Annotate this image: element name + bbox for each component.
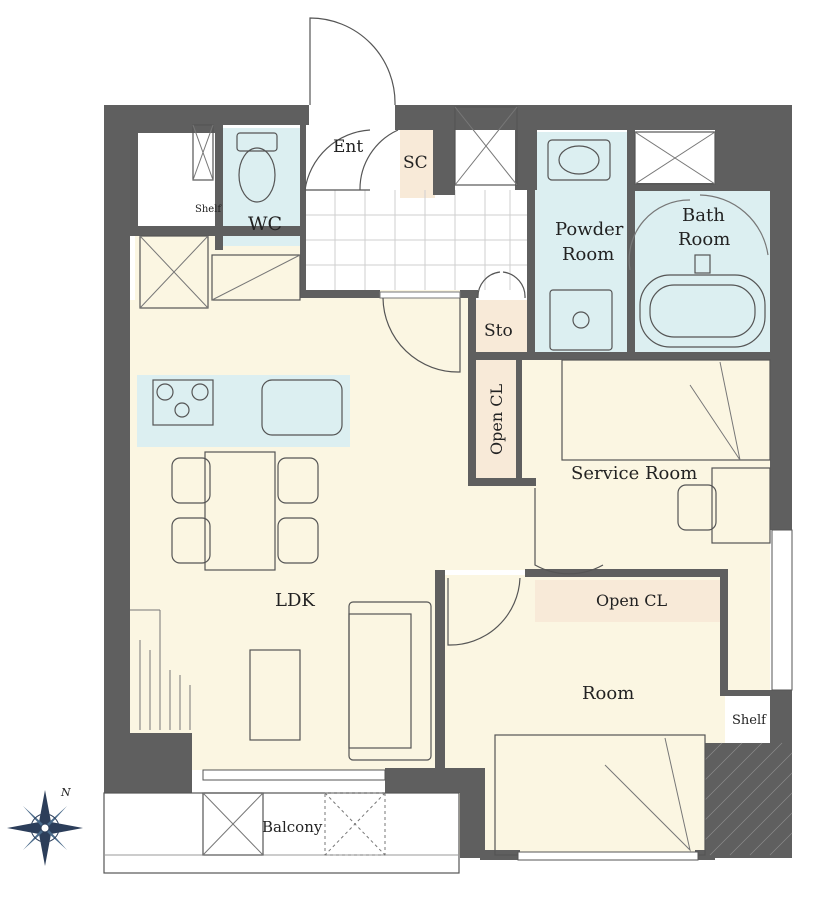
label-wc: WC [248,213,282,235]
door-service [534,488,604,575]
wall-powder-bath [627,130,635,355]
service-bed [561,359,771,461]
walls [104,105,792,860]
window-hall [379,291,461,299]
wall-bath-topright [715,130,770,185]
wall-wc-left [215,125,223,250]
sto-floor [475,300,527,355]
dining-table [204,451,276,571]
wall-mid-top [515,130,537,190]
wall-top-mid [395,105,530,130]
wall-top-left [104,105,309,125]
label-open-cl-vertical: Open CL [487,384,506,455]
door-wc [304,129,371,191]
door-ldk [382,297,461,373]
storage-box-ldk [139,235,209,309]
room-labels: Ent SC WC Shelf Powder Room Bath Room St… [195,137,767,836]
kitchen-sink [261,379,343,436]
shelf-room-floor [727,695,772,743]
wall-left-upper [130,125,138,235]
window-right [771,529,793,691]
wall-service-room-div [525,569,728,577]
washbasin [547,139,611,181]
ldk-floor [130,300,435,770]
wall-hall-left [300,125,306,295]
label-ent: Ent [333,137,363,157]
stove-burner [156,383,174,401]
storage-box-right [634,131,716,185]
wall-wc-top [130,125,220,133]
door-bath [699,194,769,256]
wall-room-bottom-left [460,768,485,858]
wall-room-shelf-top [720,690,775,696]
label-shelf-wc: Shelf [195,204,222,215]
compass-rose-icon: N [7,786,83,866]
toilet-bowl [238,147,276,203]
wall-bath-top [627,183,770,191]
wall-sto-left [468,295,476,485]
label-shelf-room: Shelf [732,713,767,728]
entrance-door [309,17,396,106]
door-sc [359,129,399,191]
door-room [447,577,521,646]
label-sto: Sto [484,321,513,341]
wall-left [104,105,130,795]
hatch-block [704,742,793,856]
wall-wc-bottom [130,226,305,236]
wall-service-top [468,352,770,360]
doors [304,17,769,646]
fixtures [130,106,793,861]
wall-opencl-right [516,355,522,480]
wall-powder-left [527,190,535,355]
wall-room-right [720,569,728,694]
wall-room-left [435,570,445,770]
sc-floor [400,130,435,198]
door-sto [477,271,526,299]
toilet-tank [236,132,278,152]
wall-service-bottom-l [468,478,536,486]
fridge-space [211,254,301,301]
wall-right [770,105,792,530]
wall-right-lower [770,690,792,750]
ldk-floor-mid [435,300,470,570]
hall-tiles [305,190,530,290]
wall-hall-bottom-r [460,290,478,298]
coffee-table [249,649,301,741]
open-cl-vertical-floor [475,360,517,480]
label-powder-2: Room [562,244,614,265]
window-room-bottom [517,851,699,861]
bathtub [639,274,766,348]
label-sc: SC [403,153,428,173]
powder-room-floor [535,132,627,354]
kitchen-counter [137,375,350,447]
label-ldk: LDK [275,590,315,611]
label-balcony: Balcony [262,818,323,836]
wall-ldk-bottom-l [104,733,192,793]
floor-areas [130,110,772,855]
door-powder [628,199,691,271]
balcony [103,792,460,874]
service-desk [711,467,771,544]
compass-north-label: N [60,786,71,799]
label-bath-2: Room [678,229,730,250]
wall-hall-bottom [300,290,380,298]
storage-box-top-left [192,124,214,181]
storage-box-mid [454,106,518,186]
label-bath-1: Bath [682,205,725,226]
window-balcony [202,769,386,781]
service-room-floor-right [725,570,770,690]
label-open-cl-room: Open CL [596,591,667,610]
open-cl-room-floor [535,580,720,622]
label-powder-1: Powder [555,219,624,240]
wall-top-right [520,105,792,130]
label-service-room: Service Room [571,463,697,484]
wall-stair-block [705,743,792,858]
wall-sc-right [433,125,455,195]
washing-tray [549,289,613,351]
label-room: Room [582,683,634,704]
